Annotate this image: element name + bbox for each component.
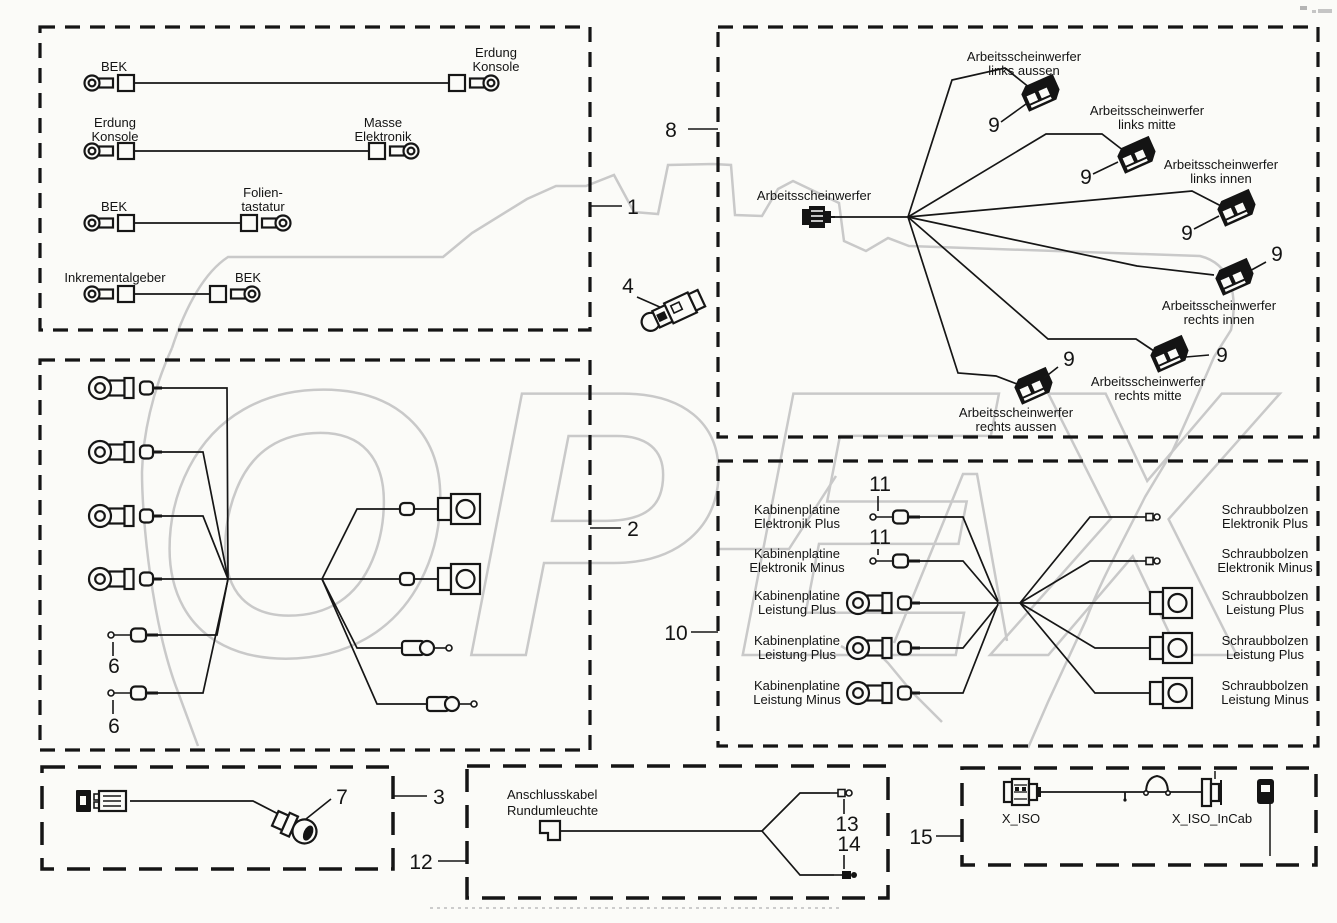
label-bek-4: BEK: [235, 270, 261, 285]
label-schraubbolzen-1: Schraubbolzen: [1222, 502, 1309, 517]
label-masse-elektronik: Masse: [364, 115, 402, 130]
label-x-iso: X_ISO: [1002, 811, 1040, 826]
svg-text:Leistung Minus: Leistung Minus: [1221, 692, 1309, 707]
label-bek-1: BEK: [101, 59, 127, 74]
label-schraubbolzen-5: Schraubbolzen: [1222, 678, 1309, 693]
ref-11-a: 11: [869, 473, 891, 496]
svg-text:Elektronik Plus: Elektronik Plus: [754, 516, 840, 531]
svg-text:Elektronik: Elektronik: [354, 129, 412, 144]
svg-text:rechts mitte: rechts mitte: [1114, 388, 1181, 403]
box-12-beacon-cable: Anschlusskabel Rundumleuchte 13 14: [507, 787, 861, 880]
svg-text:Elektronik Minus: Elektronik Minus: [749, 560, 845, 575]
svg-text:Leistung Plus: Leistung Plus: [1226, 647, 1305, 662]
callouts: 1 8 2 10 3 12 15: [393, 119, 962, 874]
label-kabinenplatine-3: Kabinenplatine: [754, 588, 840, 603]
svg-text:Elektronik Plus: Elektronik Plus: [1222, 516, 1308, 531]
svg-text:Leistung Plus: Leistung Plus: [758, 647, 837, 662]
label-kabinenplatine-1: Kabinenplatine: [754, 502, 840, 517]
callout-15: 15: [909, 826, 932, 849]
ref-9-links-innen: 9: [1181, 222, 1193, 245]
label-rechts-mitte: Arbeitsscheinwerfer: [1091, 374, 1206, 389]
label-links-aussen: Arbeitsscheinwerfer: [967, 49, 1082, 64]
label-rechts-innen: Arbeitsscheinwerfer: [1162, 298, 1277, 313]
label-schraubbolzen-4: Schraubbolzen: [1222, 633, 1309, 648]
svg-text:rechts aussen: rechts aussen: [976, 419, 1057, 434]
label-folientastatur: Folien-: [243, 185, 283, 200]
box-15-iso-cable: X_ISO X_ISO_InCab: [1002, 771, 1274, 856]
ref-9-rechts-mitte: 9: [1216, 344, 1228, 367]
svg-text:Konsole: Konsole: [473, 59, 520, 74]
label-kabinenplatine-5: Kabinenplatine: [754, 678, 840, 693]
label-erdung-konsole-r1: Erdung: [475, 45, 517, 60]
svg-text:tastatur: tastatur: [241, 199, 285, 214]
label-kabinenplatine-2: Kabinenplatine: [754, 546, 840, 561]
svg-text:Rundumleuchte: Rundumleuchte: [507, 803, 598, 818]
svg-text:Konsole: Konsole: [92, 129, 139, 144]
box-8-frame: [716, 25, 1320, 439]
callout-8: 8: [665, 119, 677, 142]
callout-3: 3: [433, 786, 445, 809]
callout-2: 2: [627, 518, 639, 541]
label-schraubbolzen-3: Schraubbolzen: [1222, 588, 1309, 603]
ref-6-a: 6: [108, 655, 120, 678]
box-10-cab-harness: 11 11 Kabinenplatine Elektronik Plus Kab…: [749, 473, 1313, 710]
label-schraubbolzen-2: Schraubbolzen: [1222, 546, 1309, 561]
ref-9-links-mitte: 9: [1080, 166, 1092, 189]
label-bek-3: BEK: [101, 199, 127, 214]
label-inkrementalgeber: Inkrementalgeber: [64, 270, 166, 285]
ref-14: 14: [837, 833, 861, 856]
svg-text:links innen: links innen: [1190, 171, 1251, 186]
strain-relief-fork: [1145, 774, 1169, 794]
box-2-power-harness: 6 6: [87, 375, 482, 738]
svg-text:Leistung Plus: Leistung Plus: [758, 602, 837, 617]
box-8-worklight-harness: Arbeitsscheinwerfer Arbeitsscheinwerfer …: [757, 49, 1283, 434]
x-iso-incab-connector: [1200, 771, 1222, 808]
ref-11-b: 11: [869, 526, 891, 549]
callout-4: 4: [622, 275, 634, 298]
box-2-frame: [38, 358, 592, 752]
opex-watermark: OPEX: [151, 311, 1281, 736]
connector-item-4: 4: [622, 275, 707, 332]
svg-text:links mitte: links mitte: [1118, 117, 1176, 132]
ref-7: 7: [336, 786, 348, 809]
box-15-frame: [960, 766, 1318, 867]
label-anschlusskabel: Anschlusskabel: [507, 787, 597, 802]
ref-9-rechts-innen: 9: [1271, 243, 1283, 266]
label-links-mitte: Arbeitsscheinwerfer: [1090, 103, 1205, 118]
label-links-innen: Arbeitsscheinwerfer: [1164, 157, 1279, 172]
box-1-ground-cables: BEK Erdung Konsole Erdung Konsole Masse …: [64, 45, 520, 304]
blank-plug-connector: [1257, 779, 1274, 856]
svg-text:rechts innen: rechts innen: [1184, 312, 1255, 327]
ref-6-b: 6: [108, 715, 120, 738]
label-x-iso-incab: X_ISO_InCab: [1172, 811, 1252, 826]
box-10-frame: [716, 459, 1320, 748]
ref-9-links-aussen: 9: [988, 114, 1000, 137]
svg-text:links aussen: links aussen: [988, 63, 1060, 78]
label-rechts-aussen: Arbeitsscheinwerfer: [959, 405, 1074, 420]
box-12-frame: [465, 764, 890, 900]
box-3-frame: [40, 765, 395, 871]
corner-smudge: [1300, 6, 1307, 10]
ref-13: 13: [835, 813, 858, 836]
box-1-frame: [38, 25, 592, 332]
box-3-adapter-cable: 7: [76, 786, 348, 845]
label-erdung-konsole-l2: Erdung: [94, 115, 136, 130]
label-kabinenplatine-4: Kabinenplatine: [754, 633, 840, 648]
callout-12: 12: [409, 851, 432, 874]
round-plug-7: [270, 809, 318, 845]
callout-1: 1: [627, 196, 639, 219]
label-arbeitsscheinwerfer-hub: Arbeitsscheinwerfer: [757, 188, 872, 203]
callout-10: 10: [664, 622, 687, 645]
svg-text:Leistung Minus: Leistung Minus: [753, 692, 841, 707]
ref-9-rechts-aussen: 9: [1063, 348, 1075, 371]
svg-text:Elektronik Minus: Elektronik Minus: [1217, 560, 1313, 575]
svg-text:Leistung Plus: Leistung Plus: [1226, 602, 1305, 617]
